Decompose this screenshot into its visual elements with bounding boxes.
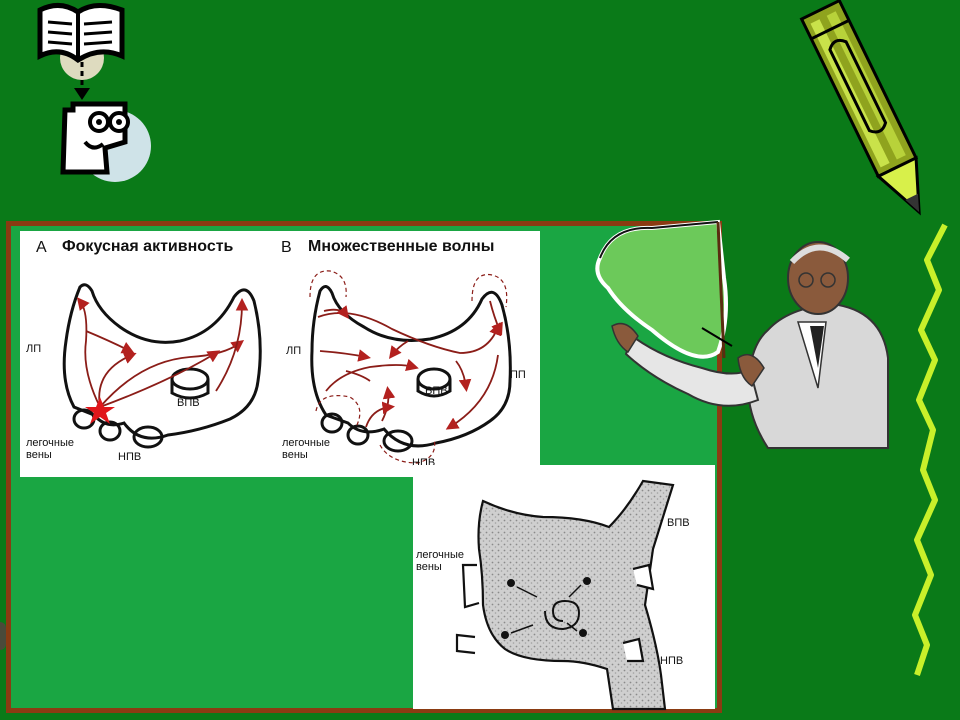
panel-a-focus-star — [85, 397, 115, 424]
panel-b-label-pulm: легочные вены — [282, 437, 331, 461]
panel-b-label-svc: ВПВ — [425, 385, 448, 397]
panel-b-label-ra: ПП — [510, 369, 526, 381]
panel-a-label-svc: ВПВ — [177, 397, 200, 409]
panel-b-title: Множественные волны — [308, 238, 495, 255]
panel-b-heart — [310, 285, 512, 453]
panel-a-label-la: ЛП — [26, 343, 42, 355]
panel-ab: A Фокусная активность B Множественные во… — [20, 231, 540, 477]
squiggle-line-icon — [905, 220, 955, 680]
rotor-foci — [501, 577, 591, 639]
edge-mark — [0, 622, 6, 650]
rotor-spiral — [544, 599, 581, 631]
panel-b-dashed-outlines — [309, 270, 508, 464]
panel-a-arrows — [76, 297, 249, 408]
panel-b-label-la: ЛП — [286, 345, 302, 357]
panel-b-letter: B — [281, 239, 292, 256]
panel-c-label-ivc: НПВ — [660, 655, 684, 667]
rotor-diagram — [455, 479, 675, 711]
teacher-pointer-icon — [592, 218, 892, 458]
panel-c-label-pulm: легочные вены — [416, 549, 465, 573]
panel-a-label-pulm: легочные вены — [26, 437, 75, 461]
book-icon — [30, 0, 130, 100]
atria-diagrams — [62, 270, 512, 464]
pencil-icon — [799, 0, 956, 230]
panel-b-arrows — [317, 300, 503, 430]
cartoon-face-icon — [55, 100, 155, 190]
panel-c: ВПВ легочные вены НПВ — [413, 465, 715, 711]
panel-a-title: Фокусная активность — [62, 238, 234, 255]
panel-a-heart — [62, 283, 262, 449]
panel-a-letter: A — [36, 239, 47, 256]
panel-a-label-ivc: НПВ — [118, 451, 142, 463]
panel-c-label-svc: ВПВ — [667, 517, 690, 529]
